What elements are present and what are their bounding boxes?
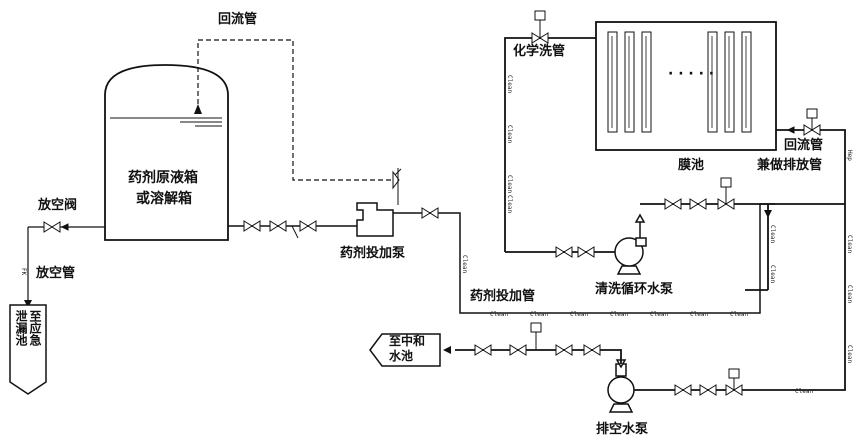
dosing-pipe-label: 药剂投加管 bbox=[470, 289, 536, 304]
cleaning-discharge-arrow bbox=[764, 210, 772, 218]
tank-label-line2: 或溶解箱 bbox=[136, 191, 192, 207]
drain-pump-label: 排空水泵 bbox=[596, 422, 649, 437]
svg-text:Clean: Clean bbox=[846, 285, 853, 303]
drain-arrow bbox=[443, 346, 451, 354]
svg-text:Clean: Clean bbox=[690, 311, 708, 318]
membrane-dots: · · · · · bbox=[668, 66, 715, 82]
svg-text:Clean: Clean bbox=[730, 311, 748, 318]
svg-text:Hep: Hep bbox=[846, 150, 853, 161]
svg-text:Clean: Clean bbox=[461, 255, 468, 273]
return-pipe-top-label: 回流管 bbox=[218, 12, 258, 27]
svg-text:Clean: Clean bbox=[846, 235, 853, 253]
cleaning-discharge-valves bbox=[664, 177, 735, 210]
membrane-tank-label: 膜池 bbox=[678, 158, 705, 173]
svg-text:Clean: Clean bbox=[506, 75, 513, 93]
dosing-discharge-valve bbox=[421, 207, 439, 219]
svg-text:Clean: Clean bbox=[846, 345, 853, 363]
emergency-pool-label: 至应急 泄漏池 bbox=[14, 310, 42, 346]
svg-text:Clean: Clean bbox=[570, 311, 588, 318]
svg-text:Clean: Clean bbox=[506, 195, 513, 213]
neutral-pool-label: 至中和 水池 bbox=[389, 334, 426, 363]
membrane-modules bbox=[607, 31, 752, 133]
dosing-valves bbox=[243, 220, 317, 239]
chemical-tank bbox=[104, 64, 229, 241]
cleaning-discharge bbox=[640, 203, 845, 291]
neutral-pool-shape bbox=[369, 333, 441, 367]
membrane-module-lines bbox=[611, 36, 747, 128]
drain-pipe-right-label: 兼做排放管 bbox=[757, 158, 823, 173]
vent-valve-label: 放空阀 bbox=[38, 198, 78, 213]
dosing-discharge-line bbox=[393, 203, 775, 314]
drain-pump-symbol bbox=[607, 359, 635, 413]
vent-pipe-label: 放空管 bbox=[36, 266, 76, 281]
svg-text:Clean: Clean bbox=[506, 175, 513, 193]
dosing-pump-symbol bbox=[356, 202, 394, 237]
svg-text:Clean: Clean bbox=[490, 311, 508, 318]
svg-text:Clean: Clean bbox=[530, 311, 548, 318]
tank-liquid-level bbox=[110, 117, 222, 127]
vent-arrow-down bbox=[24, 300, 32, 308]
svg-text:Clean: Clean bbox=[610, 311, 628, 318]
vent-tag: FK bbox=[20, 268, 27, 276]
tank-label-line1: 药剂原液箱 bbox=[128, 170, 198, 186]
dosing-pipe-tags: Clean Clean Clean Clean Clean Clean Clea… bbox=[461, 255, 748, 318]
chem-wash-pipe-label: 化学洗管 bbox=[513, 44, 566, 59]
emergency-pool-shape bbox=[9, 304, 47, 395]
return-pipe-right-label: 回流管 bbox=[784, 138, 824, 153]
vent-valve-symbol bbox=[43, 221, 69, 233]
right-return-tags: Hep Clean Clean Clean Clean bbox=[795, 150, 853, 395]
right-return-valve bbox=[786, 108, 821, 136]
svg-text:Clean: Clean bbox=[769, 225, 776, 243]
svg-text:Clean: Clean bbox=[769, 265, 776, 283]
chem-wash-valve bbox=[531, 10, 549, 44]
vent-line bbox=[27, 226, 105, 300]
return-arrow bbox=[194, 104, 202, 114]
cleaning-tags: Clean Clean bbox=[769, 225, 776, 283]
svg-text:Clean: Clean bbox=[650, 311, 668, 318]
return-pipe-top bbox=[197, 39, 393, 181]
cleaning-pump-label: 清洗循环水泵 bbox=[595, 282, 674, 297]
relief-valve bbox=[392, 168, 402, 205]
dosing-pump-label: 药剂投加泵 bbox=[340, 246, 406, 261]
chem-wash-tags: Clean Clean Clean Clean bbox=[506, 75, 513, 213]
suction-valves bbox=[555, 246, 595, 258]
svg-text:Clean: Clean bbox=[506, 125, 513, 143]
drain-valves bbox=[474, 322, 743, 396]
svg-text:Clean: Clean bbox=[795, 388, 813, 395]
cleaning-pump-symbol bbox=[614, 213, 647, 275]
